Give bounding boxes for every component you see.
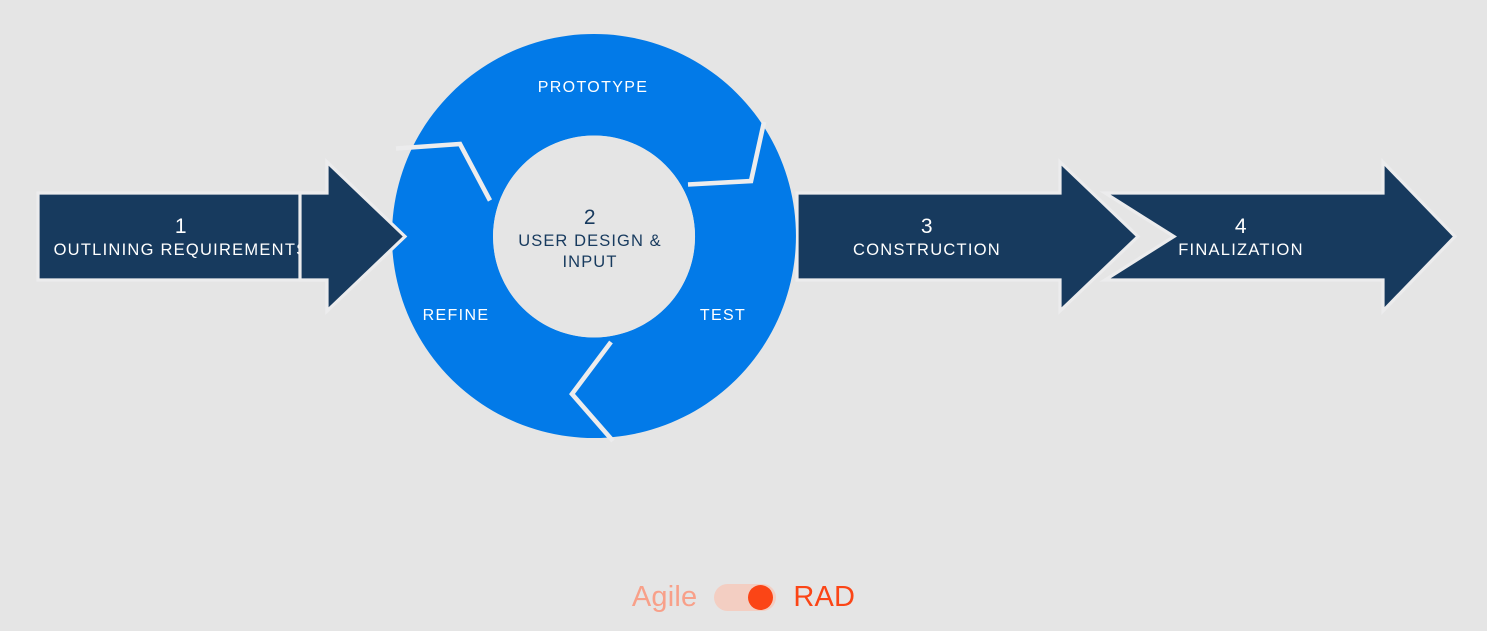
- step-3-arrow[interactable]: 3 CONSTRUCTION: [795, 158, 1141, 315]
- cycle-center-disc: [493, 135, 695, 338]
- step-1-arrowhead-shape: [298, 158, 408, 315]
- cycle-segment-label-refine: REFINE: [423, 307, 490, 324]
- step-1-label: OUTLINING REQUIREMENTS: [54, 241, 309, 259]
- step-4-label: FINALIZATION: [1178, 241, 1304, 259]
- cycle-segment-label-test: TEST: [700, 307, 746, 324]
- step-4-number: 4: [1235, 215, 1247, 238]
- cycle-segment-label-prototype: PROTOTYPE: [538, 79, 649, 96]
- toggle-switch-icon[interactable]: [714, 584, 777, 611]
- step-1-number: 1: [175, 215, 187, 238]
- step-2-number: 2: [584, 206, 596, 229]
- cycle-divider-bottom: [569, 340, 615, 443]
- cycle-divider-upper-right: [687, 121, 767, 187]
- step-4-arrow[interactable]: 4 FINALIZATION: [1099, 158, 1458, 315]
- step-2-label-line1: USER DESIGN &: [518, 232, 662, 250]
- step-3-number: 3: [921, 215, 933, 238]
- legend-label-agile[interactable]: Agile: [631, 581, 698, 613]
- step-3-arrow-shape: [795, 158, 1141, 315]
- cycle-ring: [391, 34, 796, 438]
- step-2-cycle[interactable]: PROTOTYPE TEST REFINE 2 USER DESIGN & IN…: [391, 34, 796, 443]
- step-2-label-line2: INPUT: [563, 253, 618, 271]
- step-1-arrowhead-overlay: [298, 158, 408, 315]
- model-toggle-legend[interactable]: Agile RAD: [0, 583, 1487, 612]
- legend-label-rad[interactable]: RAD: [793, 581, 856, 613]
- cycle-divider-upper-left: [395, 141, 493, 202]
- step-3-label: CONSTRUCTION: [853, 241, 1001, 259]
- toggle-knob[interactable]: [748, 585, 774, 610]
- step-4-arrow-shape: [1099, 158, 1458, 315]
